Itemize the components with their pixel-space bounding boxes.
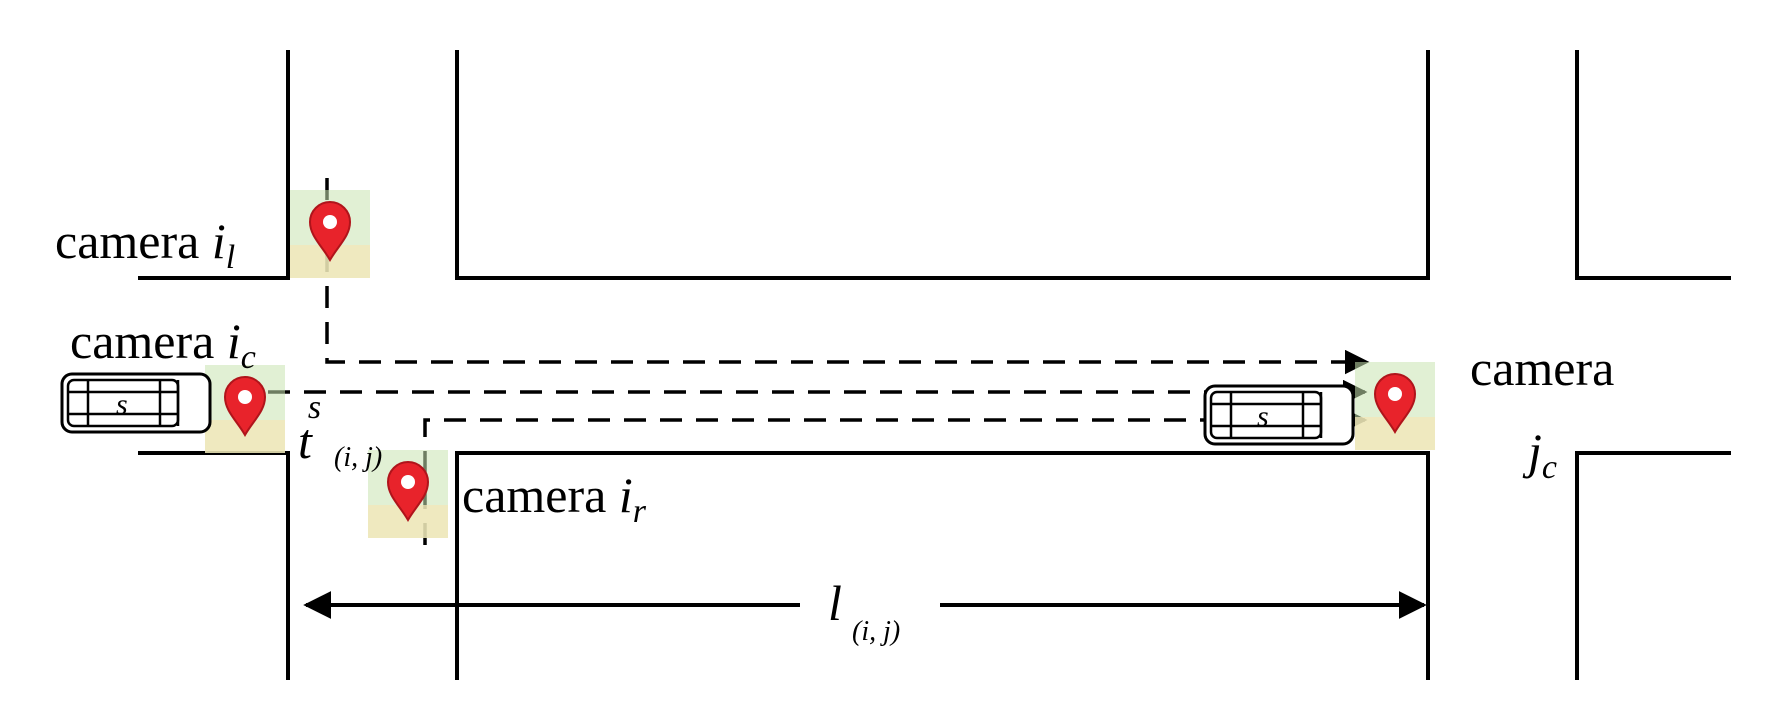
map-pin-icon [308,201,352,263]
car-icon [1203,384,1355,446]
source-vehicle: s [60,372,212,434]
source-vehicle-label: s [116,388,128,421]
distance-sub: (i, j) [852,616,900,647]
trajectory-from-camera-il [325,178,1370,375]
camera-ir-var: i [619,467,633,523]
camera-ir-marker [368,450,448,538]
camera-ir-label: camera ir [462,467,647,530]
camera-il-text: camera [55,213,212,269]
road-central-lower-block [455,451,1430,680]
travel-time-sup: s [308,389,321,426]
camera-ic-text: camera [70,313,227,369]
travel-time-var: t [298,413,313,469]
map-pin-icon [386,461,430,523]
camera-jc-var-label: jc [1522,423,1557,486]
road-right-upper-corner [1575,50,1731,280]
camera-jc-sub: c [1542,449,1557,486]
camera-il-var: i [212,213,226,269]
road-central-upper-block [455,50,1430,280]
camera-ir-text: camera [462,467,619,523]
destination-vehicle: s [1203,384,1355,446]
road-right-lower-corner [1575,451,1731,680]
travel-time-sub: (i, j) [334,442,382,473]
camera-il-sub: l [226,239,235,276]
camera-ic-sub: c [241,339,256,376]
distance-label: l [828,575,842,631]
camera-ic-marker [205,365,285,453]
destination-vehicle-label: s [1257,400,1269,433]
map-pin-icon [223,376,267,438]
camera-il-label: camera il [55,213,235,276]
road-outlines [138,50,1731,680]
road-left-lower-corner [138,451,290,680]
camera-ic-label: camera ic [70,313,256,376]
road-left-upper-corner [138,50,290,280]
camera-il-marker [290,190,370,278]
camera-jc-var: j [1522,423,1542,479]
car-icon [60,372,212,434]
distance-var: l [828,575,842,631]
camera-ir-sub: r [633,493,647,530]
camera-ic-var: i [227,313,241,369]
travel-time-label: ts [298,389,321,469]
map-pin-icon [1373,373,1417,435]
camera-jc-label: camera [1470,340,1614,396]
camera-jc-marker [1355,362,1435,450]
